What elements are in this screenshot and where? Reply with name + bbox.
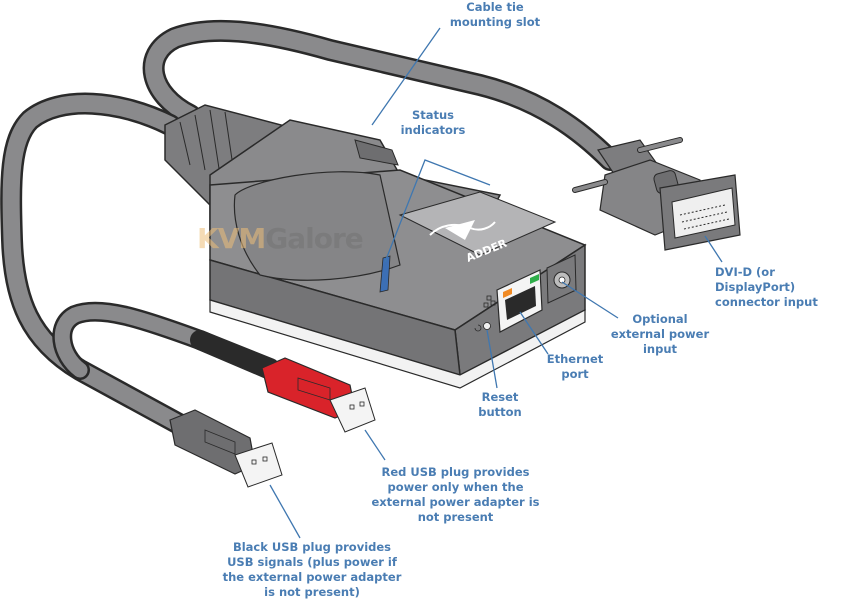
callout-dvi-input: DVI-D (or DisplayPort) connector input [715,265,818,309]
watermark: KVMGalore [197,222,364,255]
leader-status [384,159,491,263]
red-usb-plug [261,357,376,433]
leader-red-usb [364,429,386,461]
power-jack [546,254,577,304]
adder-logo-plate [398,191,557,256]
leader-cable-tie [371,27,441,126]
cables [0,19,621,441]
leader-lines [269,27,723,539]
callout-power-input: Optional external power input [610,312,710,356]
ethernet-port [496,269,543,333]
dvi-connector [572,137,741,251]
leader-black-usb [269,484,301,539]
red-usb-cable [190,330,285,382]
leader-ethernet [519,311,549,355]
callout-red-usb: Red USB plug provides power only when th… [371,465,540,524]
callout-status-indicators: Status indicators [400,108,466,137]
adapter-body: ADDER [209,119,587,389]
watermark-part1: KVM [197,222,266,255]
reset-icon [474,324,482,332]
leader-power [561,281,619,319]
cable-tie-slot [354,139,399,166]
leader-reset [486,329,498,389]
callout-ethernet-port: Ethernet port [546,352,604,381]
leader-dvi [704,235,723,263]
black-usb-plug [169,409,283,488]
callout-reset-button: Reset button [478,390,522,419]
network-icon [483,295,496,308]
callout-black-usb: Black USB plug provides USB signals (plu… [222,540,402,599]
reset-button [483,322,491,330]
watermark-part2: Galore [265,222,364,255]
callout-cable-tie-slot: Cable tie mounting slot [449,0,541,29]
